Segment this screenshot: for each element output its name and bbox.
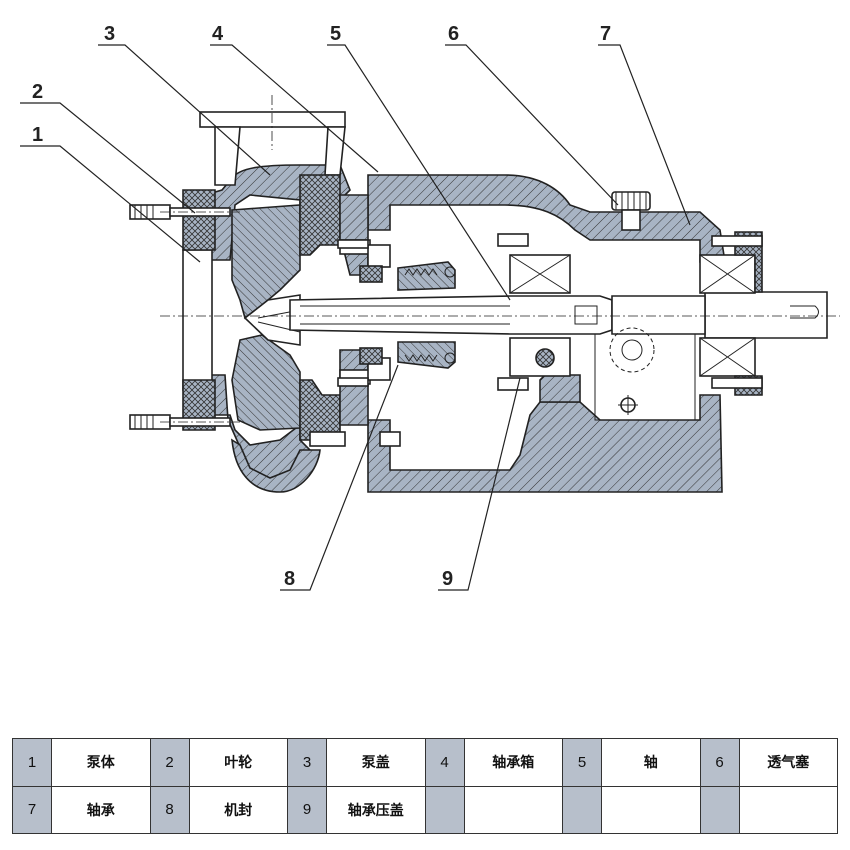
part-name-cell: 轴 [601, 738, 701, 787]
part-name-cell: 叶轮 [188, 738, 288, 787]
part-number-cell: 9 [287, 785, 327, 834]
callout-7: 7 [600, 23, 611, 45]
callout-9: 9 [442, 568, 453, 590]
oil-sight-glass [609, 327, 655, 415]
callout-2: 2 [32, 81, 43, 103]
part-name-cell: 轴承箱 [463, 738, 563, 787]
part-name-cell: 泵体 [51, 738, 151, 787]
center-lines [160, 95, 840, 423]
callout-6: 6 [448, 23, 459, 45]
callout-8: 8 [284, 568, 295, 590]
part-number-cell: 1 [12, 738, 52, 787]
part-number-cell: 4 [424, 738, 465, 787]
part-name-cell [601, 785, 701, 834]
part-name-cell [463, 785, 563, 834]
callout-3: 3 [104, 23, 115, 45]
casing-bolts [129, 204, 763, 447]
part-number-cell: 2 [149, 738, 190, 787]
part-number-cell [562, 785, 602, 834]
part-name-cell: 泵盖 [326, 738, 426, 787]
part-number-cell: 6 [699, 738, 740, 787]
parts-list-table: 1 泵体 2 叶轮 3 泵盖 4 轴承箱 5 轴 6 透气塞 7 轴承 8 机封… [12, 738, 838, 834]
table-row: 1 泵体 2 叶轮 3 泵盖 4 轴承箱 5 轴 6 透气塞 [12, 738, 838, 787]
shaft [289, 291, 828, 339]
vent-plug [611, 191, 651, 231]
callout-5: 5 [330, 23, 341, 45]
callout-1: 1 [32, 124, 43, 146]
callout-numbers: 1 2 3 4 5 6 7 8 9 [32, 23, 611, 590]
part-number-cell: 8 [149, 785, 190, 834]
table-row: 7 轴承 8 机封 9 轴承压盖 [12, 785, 838, 834]
part-number-cell [424, 785, 465, 834]
impeller [231, 204, 301, 431]
pump-casing [182, 111, 351, 493]
part-number-cell: 3 [287, 738, 327, 787]
part-name-cell: 轴承压盖 [326, 785, 426, 834]
pump-cover [299, 174, 391, 441]
leader-lines [20, 44, 691, 591]
part-name-cell: 机封 [188, 785, 288, 834]
part-number-cell: 7 [12, 785, 52, 834]
part-name-cell: 透气塞 [738, 738, 838, 787]
bearings [509, 231, 763, 396]
callout-4: 4 [212, 23, 224, 45]
part-number-cell: 5 [562, 738, 602, 787]
part-name-cell [738, 785, 838, 834]
mechanical-seal [359, 261, 456, 369]
part-name-cell: 轴承 [51, 785, 151, 834]
pump-cross-section-diagram: 1 2 3 4 5 6 7 8 9 [20, 23, 840, 591]
part-number-cell [699, 785, 740, 834]
